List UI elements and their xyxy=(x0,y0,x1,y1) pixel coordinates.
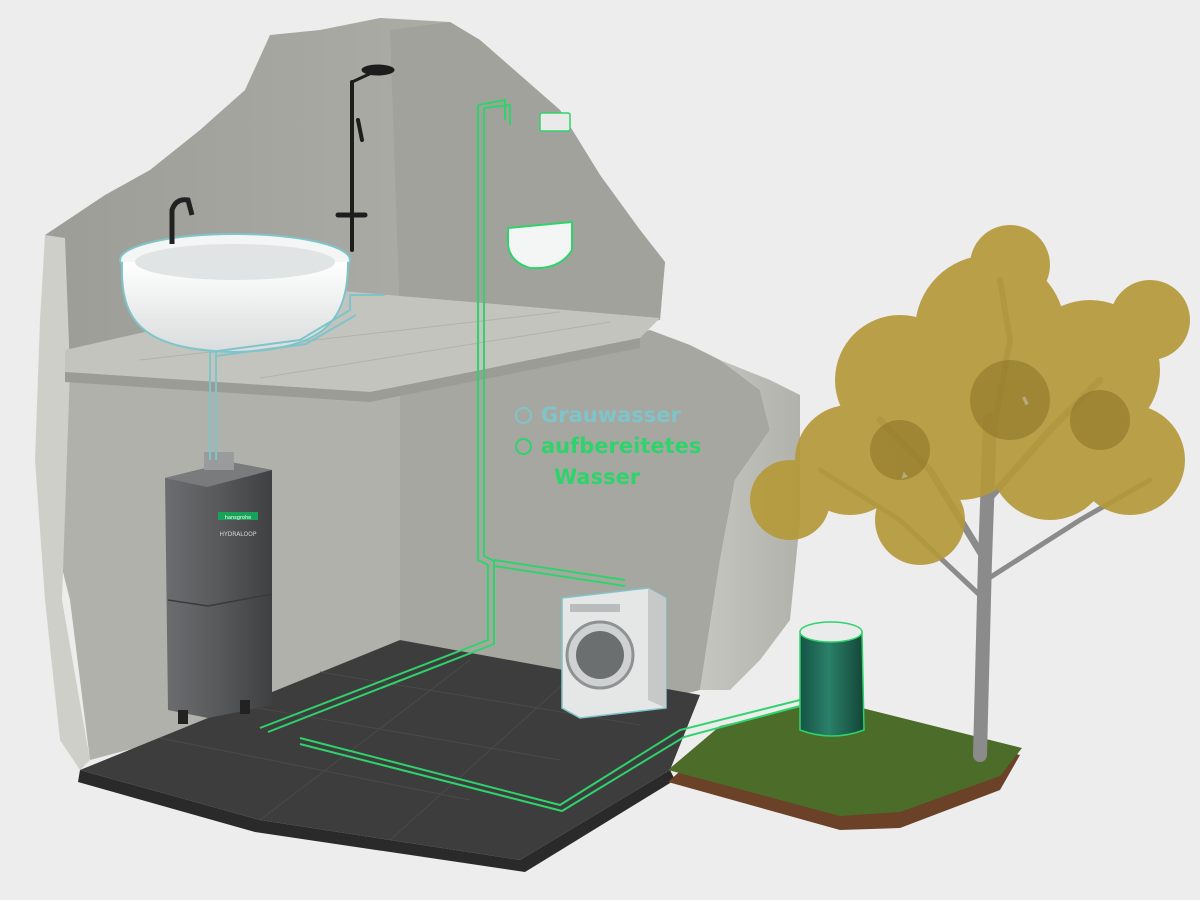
tree-foliage xyxy=(750,225,1190,565)
legend-treated-label-line1: aufbereitetes xyxy=(541,434,702,458)
wall-edge-right xyxy=(700,360,800,690)
greywater-pipes xyxy=(209,294,385,460)
legend-item-treated: aufbereitetes xyxy=(515,431,701,462)
greywater-ring-icon xyxy=(515,407,532,424)
wall-edge-left xyxy=(35,235,90,770)
floor-slab-front xyxy=(65,338,640,402)
treated-water-pipes xyxy=(259,98,801,813)
legend: Grauwasser aufbereitetes Wasser xyxy=(515,400,701,493)
floor-tiles xyxy=(159,659,641,841)
treated-water-ring-icon xyxy=(515,438,532,455)
wall-toilet xyxy=(507,220,573,270)
shower xyxy=(335,64,395,252)
legend-greywater-label: Grauwasser xyxy=(541,403,681,427)
washing-machine xyxy=(561,587,667,719)
hansgrohe-badge xyxy=(218,512,258,520)
tree-foliage-shade xyxy=(870,360,1130,480)
flush-plate xyxy=(539,112,571,132)
legend-treated-label-line2: Wasser xyxy=(554,465,641,489)
unit-product-label: HYDRALOOP xyxy=(219,531,256,538)
grass xyxy=(668,700,1022,816)
bathtub xyxy=(119,197,351,354)
rain-barrel xyxy=(799,621,865,737)
unit-brand-label: hansgrohe xyxy=(225,515,251,521)
upper-wall-right xyxy=(390,22,665,320)
legend-item-greywater: Grauwasser xyxy=(515,400,701,431)
floor xyxy=(80,640,700,860)
hydraloop-unit xyxy=(165,452,273,724)
floor-slab xyxy=(65,290,660,392)
back-wall-right xyxy=(400,330,770,700)
